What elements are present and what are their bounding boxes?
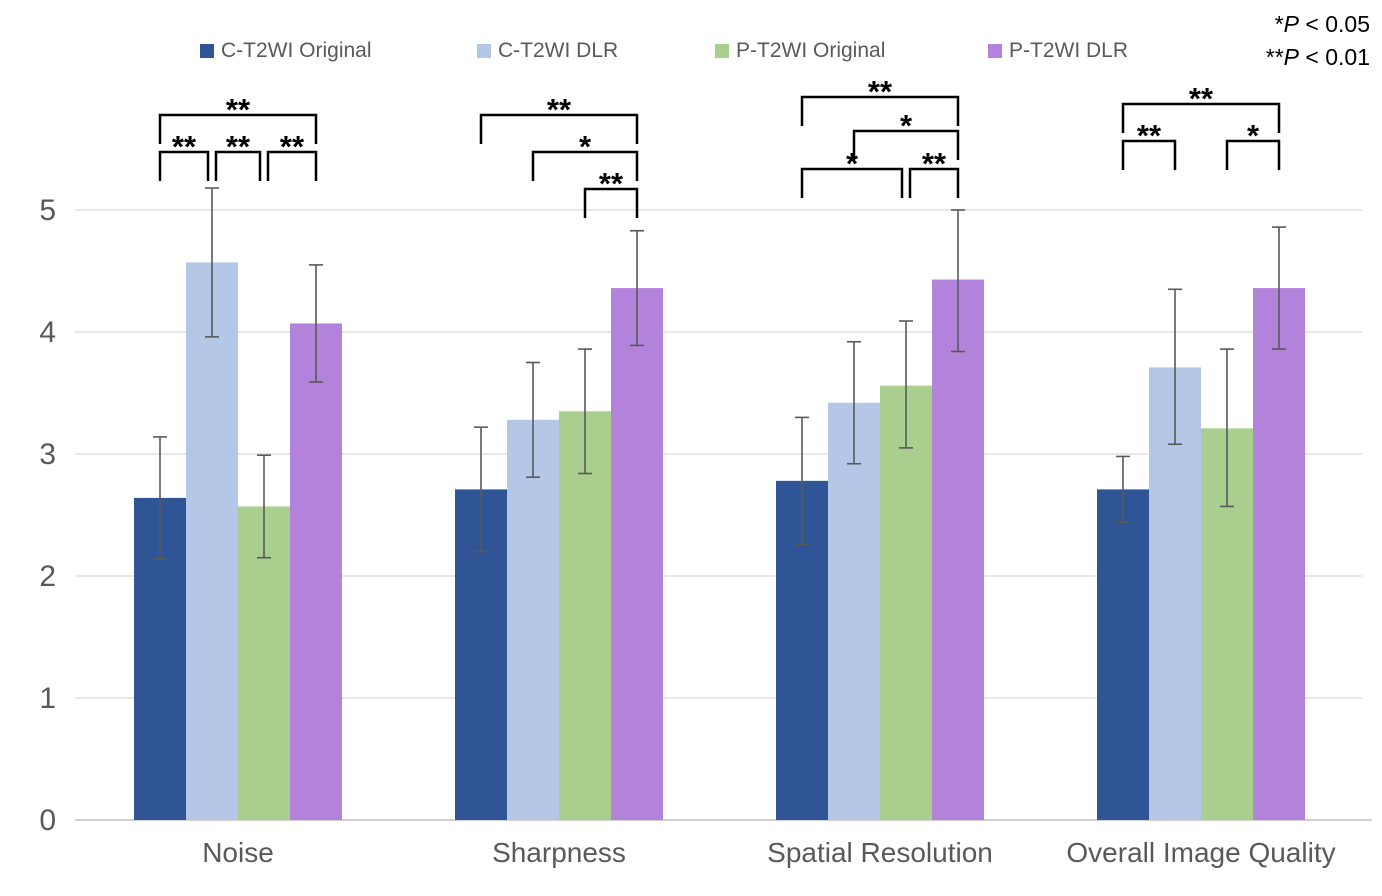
y-tick-label: 4 bbox=[39, 316, 56, 349]
sig-bracket bbox=[800, 95, 960, 126]
sig-label: ** bbox=[599, 166, 624, 201]
legend-swatch-p-t2wi-dlr bbox=[988, 44, 1002, 58]
sig-bracket bbox=[158, 113, 318, 144]
sig-bracket bbox=[852, 129, 960, 160]
legend-item-p-t2wi-dlr: P-T2WI DLR bbox=[988, 38, 1128, 64]
sig-label: ** bbox=[1137, 118, 1162, 153]
bar-c-t2wi-dlr-sharpness bbox=[507, 419, 559, 820]
bar-c-t2wi-original-overall-image-quality bbox=[1097, 489, 1149, 820]
legend-swatch-c-t2wi-original bbox=[200, 44, 214, 58]
sig-label: ** bbox=[868, 74, 893, 109]
sig-label: * bbox=[846, 146, 859, 181]
sig-label: ** bbox=[172, 129, 197, 164]
significance-key-line2: **P < 0.01 bbox=[1265, 44, 1370, 70]
y-tick-label: 2 bbox=[39, 560, 56, 593]
x-category-label: Noise bbox=[202, 837, 274, 868]
bar-c-t2wi-dlr-spatial-resolution bbox=[828, 402, 880, 820]
sig-bracket bbox=[1121, 102, 1281, 133]
sig-bracket bbox=[1121, 139, 1177, 170]
sig-label: * bbox=[1247, 118, 1260, 153]
bar-c-t2wi-dlr-noise bbox=[186, 262, 238, 821]
bar-p-t2wi-original-noise bbox=[238, 506, 290, 820]
sig-label: ** bbox=[547, 92, 572, 127]
sig-bracket bbox=[479, 113, 639, 144]
legend-label-c-t2wi-original: C-T2WI Original bbox=[221, 39, 372, 62]
sig-bracket bbox=[800, 167, 904, 198]
y-tick-label: 1 bbox=[39, 682, 56, 715]
sig-label: ** bbox=[1189, 81, 1214, 116]
y-tick-label: 0 bbox=[39, 804, 56, 837]
sig-bracket bbox=[531, 150, 639, 181]
x-category-label: Spatial Resolution bbox=[767, 837, 993, 868]
sig-label: * bbox=[900, 108, 913, 143]
bar-p-t2wi-original-spatial-resolution bbox=[880, 385, 932, 820]
bar-p-t2wi-dlr-sharpness bbox=[611, 288, 663, 821]
legend-item-c-t2wi-original: C-T2WI Original bbox=[200, 38, 372, 64]
legend-item-c-t2wi-dlr: C-T2WI DLR bbox=[477, 38, 618, 64]
legend-item-p-t2wi-original: P-T2WI Original bbox=[715, 38, 885, 64]
bar-p-t2wi-dlr-noise bbox=[290, 323, 342, 820]
legend-swatch-c-t2wi-dlr bbox=[477, 44, 491, 58]
legend-swatch-p-t2wi-original bbox=[715, 44, 729, 58]
y-tick-label: 3 bbox=[39, 438, 56, 471]
legend-label-c-t2wi-dlr: C-T2WI DLR bbox=[498, 39, 619, 62]
sig-bracket bbox=[908, 167, 960, 198]
legend-label-p-t2wi-dlr: P-T2WI DLR bbox=[1009, 39, 1129, 62]
sig-label: ** bbox=[922, 146, 947, 181]
bar-p-t2wi-original-sharpness bbox=[559, 411, 611, 820]
significance-key-line1: *P < 0.05 bbox=[1274, 11, 1370, 37]
x-category-label: Sharpness bbox=[492, 837, 626, 868]
significance-key: *P < 0.05 **P < 0.01 bbox=[1266, 8, 1370, 74]
legend-label-p-t2wi-original: P-T2WI Original bbox=[736, 39, 886, 62]
sig-bracket bbox=[158, 150, 210, 181]
sig-label: * bbox=[579, 129, 592, 164]
sig-label: ** bbox=[226, 92, 251, 127]
sig-bracket bbox=[214, 150, 262, 181]
sig-bracket bbox=[266, 150, 318, 181]
x-category-label: Overall Image Quality bbox=[1066, 837, 1335, 868]
bar-p-t2wi-dlr-overall-image-quality bbox=[1253, 288, 1305, 821]
sig-bracket bbox=[1225, 139, 1281, 170]
sig-label: ** bbox=[280, 129, 305, 164]
y-tick-label: 5 bbox=[39, 194, 56, 227]
sig-bracket bbox=[583, 187, 639, 218]
bar-p-t2wi-dlr-spatial-resolution bbox=[932, 279, 984, 820]
sig-label: ** bbox=[226, 129, 251, 164]
